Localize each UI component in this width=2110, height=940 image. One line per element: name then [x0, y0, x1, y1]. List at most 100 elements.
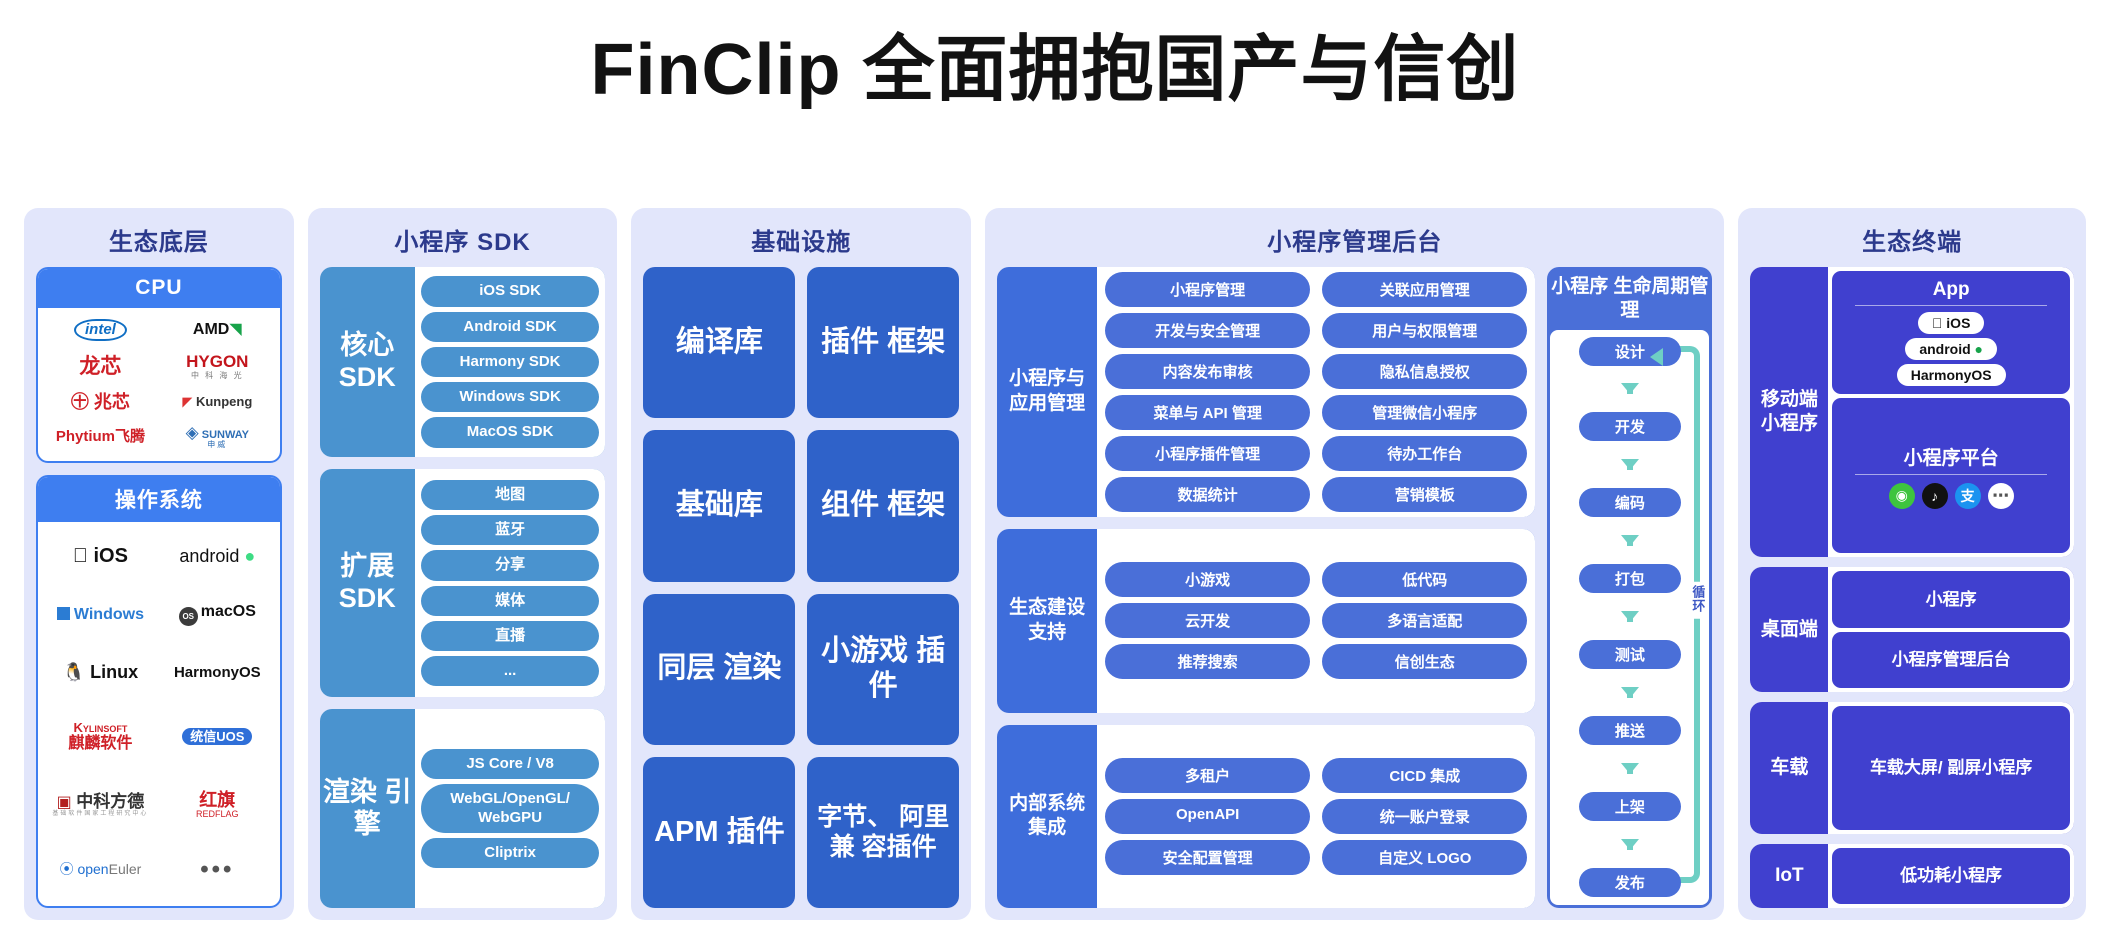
lifecycle-loop-arrowhead-icon [1650, 347, 1664, 366]
backend-item[interactable]: 小游戏 [1105, 562, 1311, 598]
backend-item[interactable]: 安全配置管理 [1105, 839, 1311, 875]
infrastructure-grid: 编译库 插件 框架 基础库 组件 框架 同层 渲染 小游戏 插件 APM 插件 … [643, 267, 960, 908]
backend-item[interactable]: 隐私信息授权 [1322, 354, 1528, 389]
backend-group-label-internal: 内部系统 集成 [1009, 792, 1086, 839]
backend-item[interactable]: 多租户 [1105, 757, 1311, 793]
terminal-chip[interactable]: android ● [1905, 338, 1998, 360]
infra-card[interactable]: 字节、 阿里兼 容插件 [807, 756, 960, 908]
infra-card[interactable]: 插件 框架 [807, 267, 960, 419]
terminal-chip[interactable]:  iOS [1917, 312, 1985, 334]
infra-card[interactable]: APM 插件 [643, 756, 796, 908]
logo-zhongke-fangde: ▣ 中科方德基础软件国家工程研究中心 [52, 791, 149, 818]
backend-item[interactable]: 小程序插件管理 [1105, 436, 1311, 471]
terminal-group-label-iot: IoT [1775, 865, 1804, 887]
sdk-item[interactable]: WebGL/OpenGL/ WebGPU [420, 784, 600, 833]
alipay-icon[interactable]: 支 [1954, 482, 1981, 509]
terminal-group-mobile: 移动端 小程序 App  iOS android ● HarmonyOS 小程… [1750, 267, 2074, 557]
tiktok-icon[interactable]: ♪ [1921, 482, 1948, 509]
sdk-item[interactable]: Android SDK [420, 311, 600, 342]
more-icon[interactable]: ⋯ [1987, 482, 2014, 509]
backend-item[interactable]: 营销模板 [1322, 477, 1528, 512]
backend-item[interactable]: 多语言适配 [1322, 603, 1528, 639]
logo-ios:  iOS [73, 545, 128, 567]
lifecycle-step[interactable]: 开发 [1578, 412, 1681, 442]
backend-item[interactable]: 信创生态 [1322, 644, 1528, 680]
terminal-group-label-mobile: 移动端 小程序 [1760, 389, 1818, 434]
backend-item[interactable]: 自定义 LOGO [1322, 839, 1528, 875]
infra-card[interactable]: 编译库 [643, 267, 796, 419]
backend-item[interactable]: 用户与权限管理 [1322, 313, 1528, 348]
backend-item[interactable]: 小程序管理 [1105, 272, 1311, 307]
backend-item[interactable]: 云开发 [1105, 603, 1311, 639]
sdk-item[interactable]: 地图 [420, 479, 600, 510]
backend-item[interactable]: 待办工作台 [1322, 436, 1528, 471]
logo-kunpeng: ◤ Kunpeng [182, 394, 253, 410]
backend-item[interactable]: 关联应用管理 [1322, 272, 1528, 307]
arrow-down-icon [1620, 687, 1639, 699]
backend-item[interactable]: OpenAPI [1105, 798, 1311, 834]
sdk-item[interactable]: 直播 [420, 620, 600, 652]
sdk-group-render-engine: 渲染 引擎 JS Core / V8 WebGL/OpenGL/ WebGPU … [319, 709, 606, 908]
terminal-body-automotive: 车载大屏/ 副屏小程序 [1828, 702, 2074, 834]
sdk-item[interactable]: Cliptrix [420, 837, 600, 869]
backend-item[interactable]: 内容发布审核 [1105, 354, 1311, 389]
lifecycle-step[interactable]: 设计 [1578, 336, 1681, 366]
lifecycle-step[interactable]: 编码 [1578, 488, 1681, 518]
arrow-down-icon [1620, 838, 1639, 850]
sdk-item[interactable]: Windows SDK [420, 382, 600, 413]
backend-group-app-management: 小程序与 应用管理 小程序管理 关联应用管理 开发与安全管理 用户与权限管理 内… [997, 267, 1536, 517]
infra-card[interactable]: 基础库 [643, 430, 796, 582]
sdk-item[interactable]: JS Core / V8 [420, 748, 600, 780]
divider [1855, 473, 2048, 475]
lifecycle-step[interactable]: 推送 [1578, 716, 1681, 746]
backend-item[interactable]: 开发与安全管理 [1105, 313, 1311, 348]
terminal-item[interactable]: 低功耗小程序 [1832, 848, 2070, 904]
sdk-group-extension: 扩展 SDK 地图 蓝牙 分享 媒体 直播 ... [319, 469, 606, 697]
infra-card[interactable]: 小游戏 插件 [807, 593, 960, 745]
arrow-down-icon [1620, 611, 1639, 623]
infra-card[interactable]: 同层 渲染 [643, 593, 796, 745]
sdk-item[interactable]: MacOS SDK [420, 417, 600, 448]
terminal-chip[interactable]: HarmonyOS [1896, 364, 2006, 386]
terminal-group-iot: IoT 低功耗小程序 [1750, 844, 2074, 908]
backend-item[interactable]: 低代码 [1322, 562, 1528, 598]
lifecycle-step[interactable]: 测试 [1578, 640, 1681, 670]
sdk-item[interactable]: 分享 [420, 550, 600, 581]
sdk-item[interactable]: iOS SDK [420, 276, 600, 307]
lifecycle-step[interactable]: 发布 [1578, 867, 1681, 897]
sdk-item[interactable]: ... [420, 656, 600, 687]
android-robot-icon: ● [1974, 341, 1984, 357]
backend-group-label-app: 小程序与 应用管理 [1009, 368, 1086, 414]
infra-card[interactable]: 组件 框架 [807, 430, 960, 582]
terminal-group-label-automotive: 车载 [1770, 757, 1809, 779]
wechat-icon[interactable]: ◉ [1888, 482, 1915, 509]
backend-item[interactable]: 数据统计 [1105, 477, 1311, 512]
backend-item[interactable]: 推荐搜索 [1105, 644, 1311, 680]
backend-item[interactable]: CICD 集成 [1322, 757, 1528, 793]
column-infrastructure: 基础设施 编译库 插件 框架 基础库 组件 框架 同层 渲染 小游戏 插件 AP… [631, 208, 972, 920]
lifecycle-step[interactable]: 打包 [1578, 564, 1681, 594]
lifecycle-title: 小程序 生命周期管理 [1551, 276, 1709, 321]
sdk-items-render: JS Core / V8 WebGL/OpenGL/ WebGPU Cliptr… [414, 709, 606, 908]
arrow-down-icon [1620, 762, 1639, 774]
backend-item[interactable]: 管理微信小程序 [1322, 395, 1528, 430]
sdk-item[interactable]: 媒体 [420, 585, 600, 616]
lifecycle-loop-label: 循环 [1690, 581, 1708, 619]
column-title-terminals: 生态终端 [1862, 229, 1963, 256]
backend-item[interactable]: 统一账户登录 [1322, 798, 1528, 834]
terminal-item[interactable]: 小程序管理后台 [1832, 631, 2070, 688]
backend-item[interactable]: 菜单与 API 管理 [1105, 395, 1311, 430]
apple-icon:  [73, 545, 88, 567]
sdk-item[interactable]: Harmony SDK [420, 346, 600, 378]
lifecycle-step[interactable]: 上架 [1578, 791, 1681, 821]
terminal-item[interactable]: 小程序 [1832, 571, 2070, 628]
terminal-card-app: App  iOS android ● HarmonyOS [1832, 271, 2070, 394]
windows-squares-icon [56, 606, 70, 620]
terminal-item[interactable]: 车载大屏/ 副屏小程序 [1832, 706, 2070, 830]
sdk-item[interactable]: 蓝牙 [420, 514, 600, 546]
terminal-group-desktop: 桌面端 小程序 小程序管理后台 [1750, 567, 2074, 692]
